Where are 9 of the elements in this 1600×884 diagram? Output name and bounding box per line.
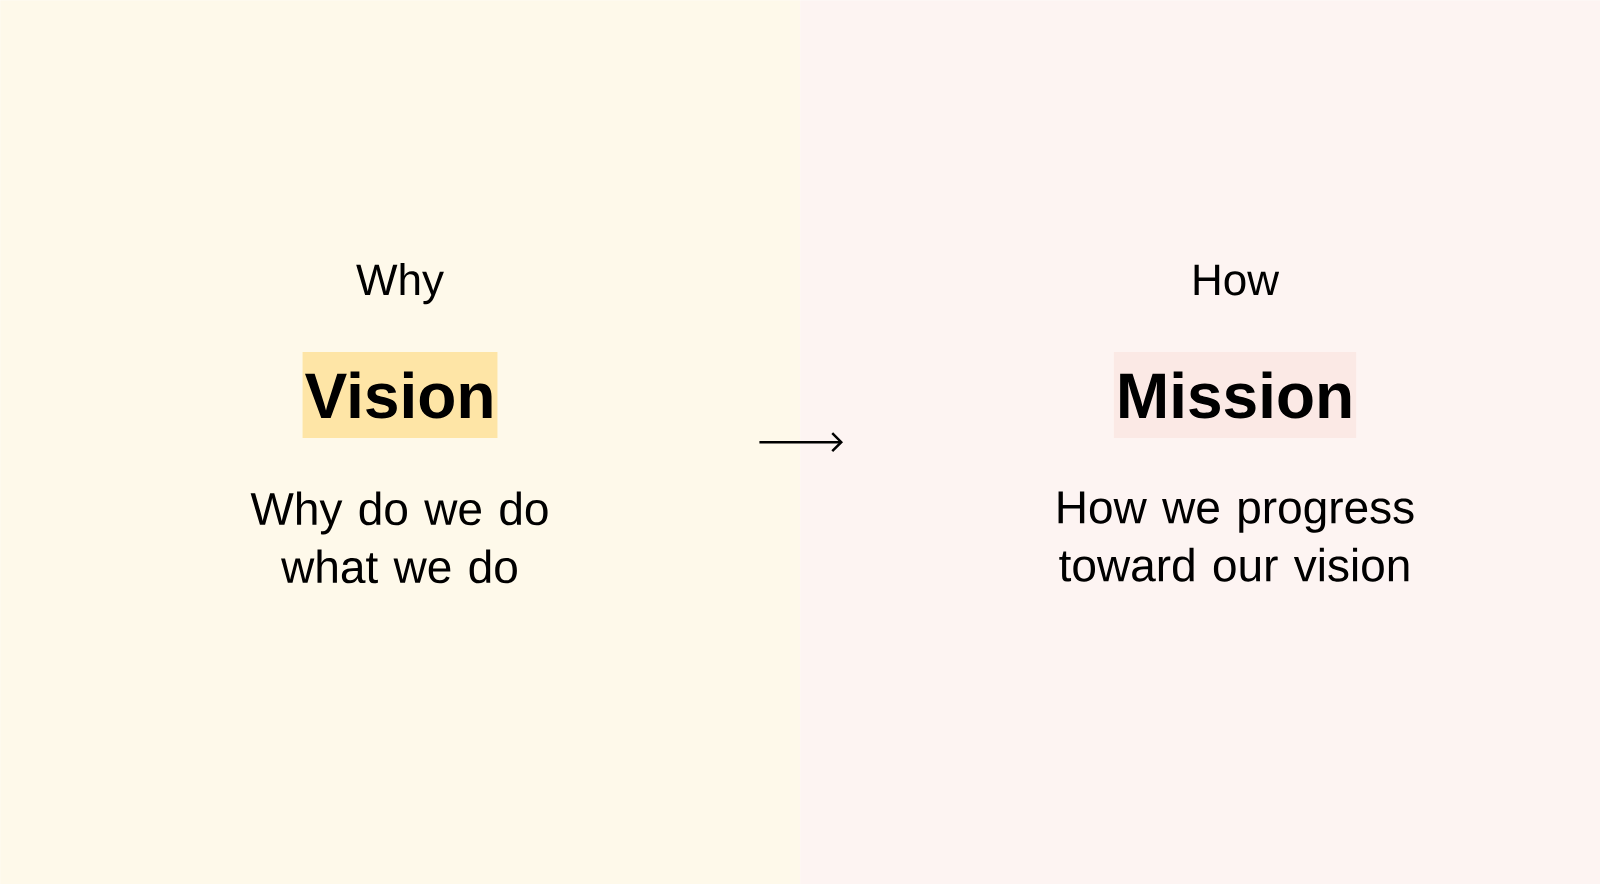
description: Why do we do what we do	[250, 491, 548, 584]
heading: How	[1194, 264, 1280, 296]
highlight-box: Vision	[302, 352, 498, 438]
panel	[0, 0, 801, 884]
panel	[800, 0, 1600, 884]
arrow	[759, 432, 843, 453]
highlight-box: Mission	[1113, 352, 1357, 438]
description: How we progress toward our vision	[1058, 491, 1414, 582]
heading: Why	[356, 263, 444, 305]
